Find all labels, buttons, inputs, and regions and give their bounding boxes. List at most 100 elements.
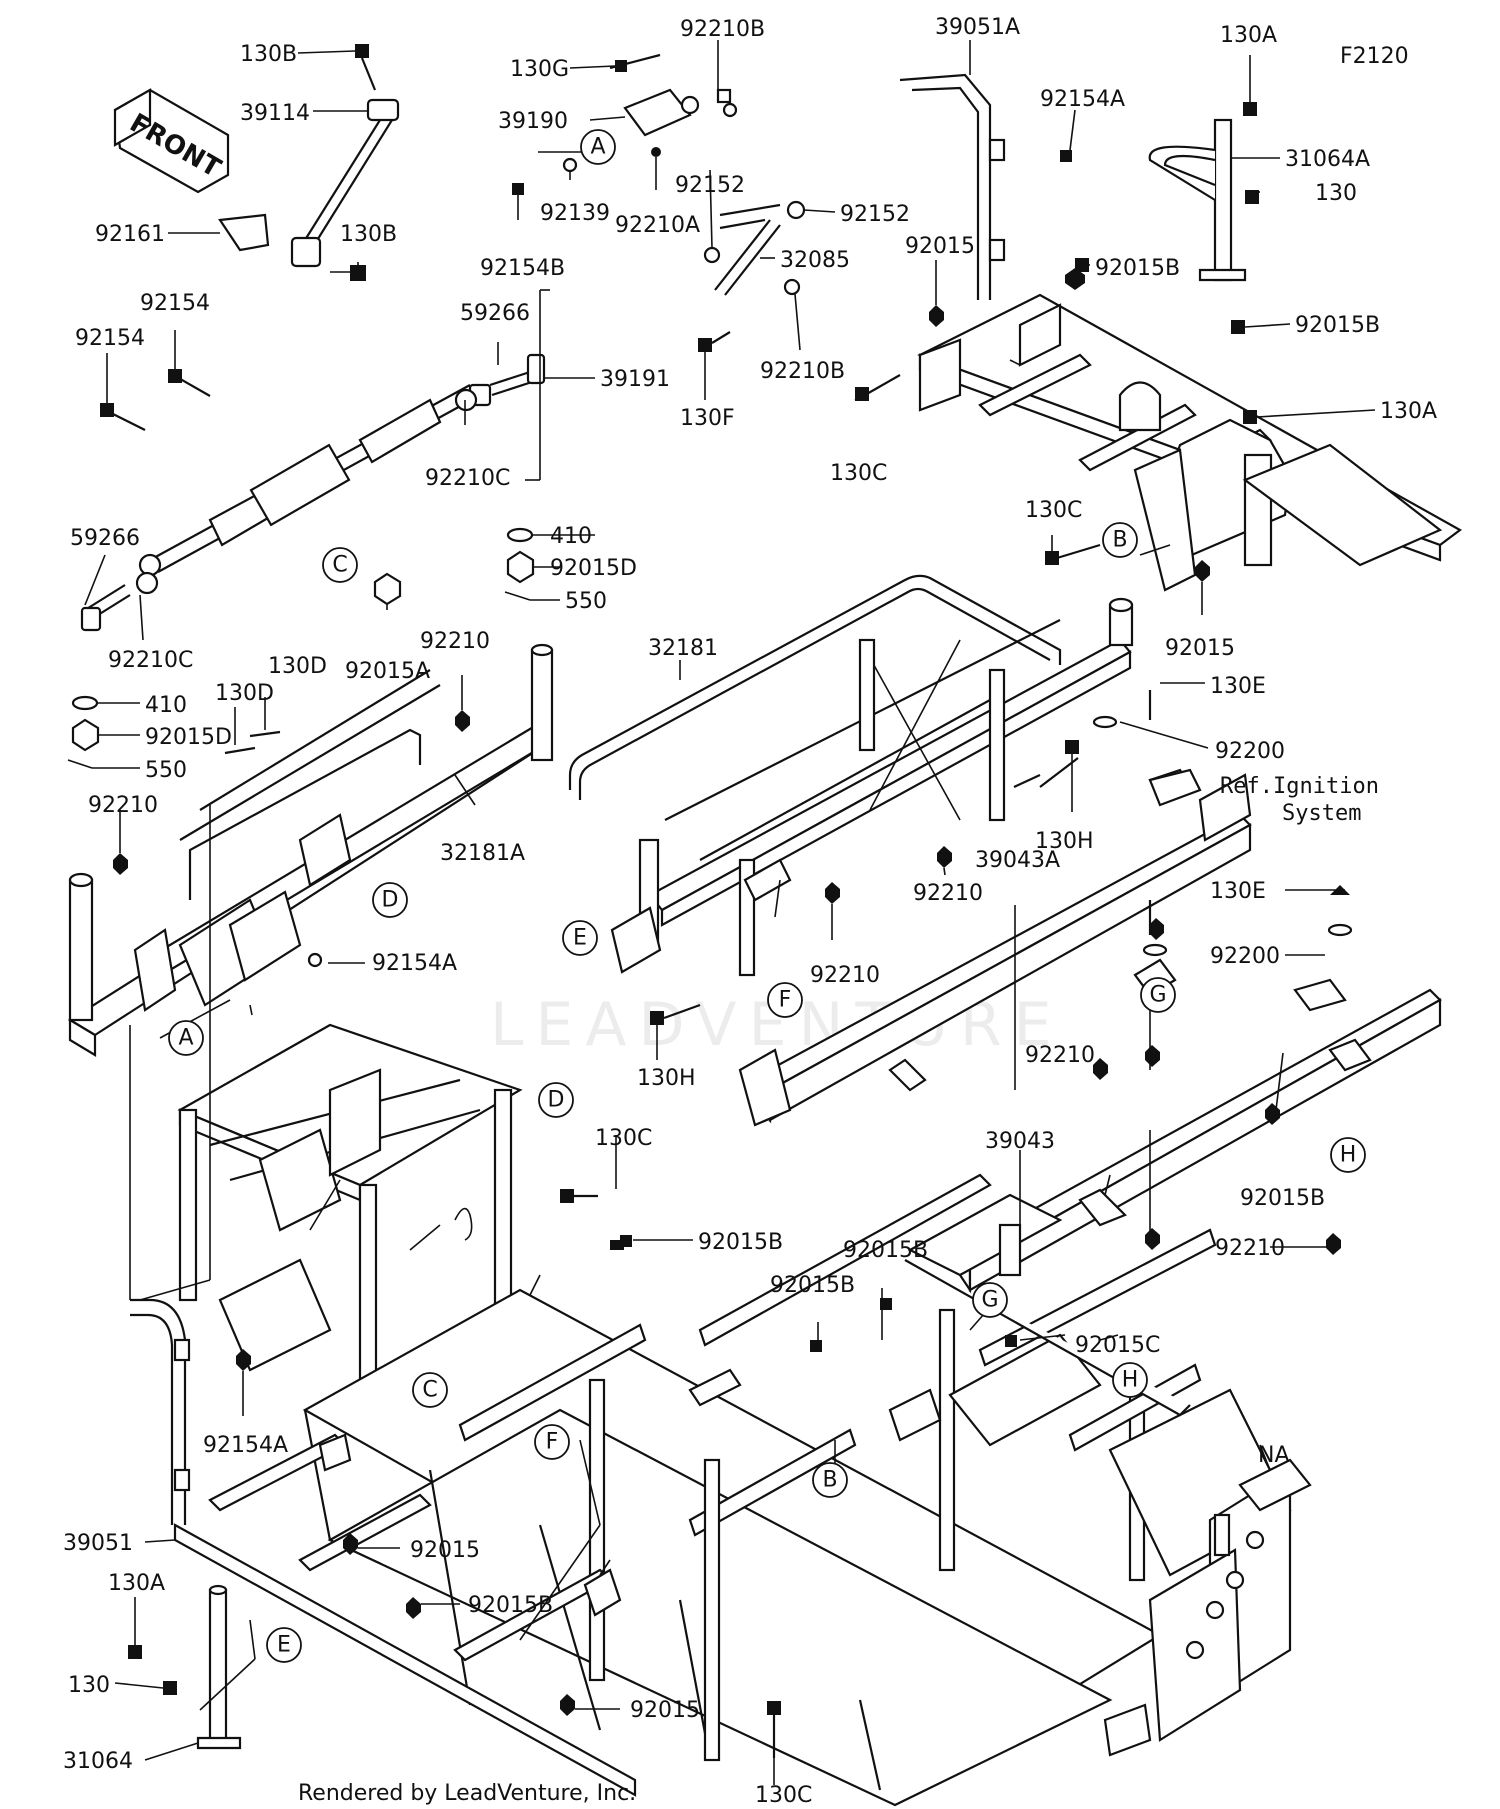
front-arrow-icon: FRONT [113,88,230,194]
bolts-92154 [100,369,211,431]
svg-text:G: G [981,1288,998,1313]
label-92154-a: 92154 [140,291,210,316]
label-92152-a: 92152 [675,173,745,198]
callout-C-1: C [322,547,358,583]
label-39114: 39114 [240,101,310,126]
label-130C-mid: 130C [1025,498,1082,523]
label-92210-brace: 92210 [1025,1043,1095,1068]
label-92015A: 92015A [345,659,430,684]
label-31064: 31064 [63,1749,133,1774]
label-92139: 92139 [540,201,610,226]
svg-text:A: A [178,1026,193,1051]
callout-C-2: C [412,1372,448,1408]
label-92015C: 92015C [1075,1333,1160,1358]
label-39191: 39191 [600,367,670,392]
label-39190: 39190 [498,109,568,134]
svg-text:D: D [382,888,399,913]
steering-damper-32085 [698,200,806,352]
label-92015B-top: 92015B [1095,256,1180,281]
label-130E-top: 130E [1210,674,1266,699]
callout-F-1: F [767,982,803,1018]
label-130-lower: 130 [68,1673,110,1698]
callout-D-1: D [372,882,408,918]
svg-text:G: G [1149,983,1166,1008]
svg-text:B: B [1112,528,1127,553]
label-92210-brace-lower: 92210 [1215,1236,1285,1261]
footer-credit: Rendered by LeadVenture, Inc. [298,1781,636,1806]
label-39051A: 39051A [935,15,1020,40]
label-92210-top: 92210 [420,629,490,654]
label-550-right: 550 [565,589,607,614]
rops-mount-31064 [128,1584,242,1750]
label-130H-right: 130H [1035,829,1094,854]
label-130A-right: 130A [1380,399,1437,424]
label-92015B-brace: 92015B [1240,1186,1325,1211]
label-92210B-lower: 92210B [760,359,845,384]
callout-H-2: H [1112,1362,1148,1398]
label-92210-rack: 92210 [913,881,983,906]
leader-lines [84,40,1376,1785]
label-92015-lower: 92015 [410,1538,480,1563]
label-32181: 32181 [648,636,718,661]
label-92200-lower: 92200 [1210,944,1280,969]
svg-text:H: H [1340,1143,1357,1168]
svg-text:E: E [277,1633,291,1658]
callout-A-2: A [168,1020,204,1056]
label-92152-b: 92152 [840,202,910,227]
figure-code: F2120 [1340,44,1409,69]
label-130G: 130G [510,57,569,82]
rops-mount-31064A [1148,102,1259,282]
callout-D-2: D [538,1082,574,1118]
cross-brace-39043 [958,978,1442,1294]
label-59266-left: 59266 [70,526,140,551]
svg-text:F: F [779,988,792,1013]
label-92154A-top: 92154A [1040,87,1125,112]
label-92015D-left: 92015D [145,725,232,750]
callout-B-1: B [1102,522,1138,558]
svg-text:F: F [546,1430,559,1455]
label-410-left: 410 [145,693,187,718]
svg-text:E: E [573,926,587,951]
part-labels: 130B 39114 92161 130B 92154 92154 59266 … [63,15,1437,1808]
label-92210-left: 92210 [88,793,158,818]
label-130B-top: 130B [240,42,297,67]
label-130H-lower: 130H [637,1066,696,1091]
label-130E-lower: 130E [1210,879,1266,904]
label-92154A-lower: 92154A [203,1433,288,1458]
ref-ignition-note: Ref.Ignition System [1148,768,1379,826]
label-550-left: 550 [145,758,187,783]
label-130C-center: 130C [595,1126,652,1151]
svg-text:Ref.Ignition: Ref.Ignition [1220,774,1379,799]
label-92015B-center-right: 92015B [843,1238,928,1263]
label-92154B: 92154B [480,256,565,281]
rops-frame-39051 [130,1298,637,1797]
label-130C-top: 130C [830,461,887,486]
label-32181A: 32181A [440,841,525,866]
label-130F: 130F [680,406,735,431]
svg-text:System: System [1282,801,1361,826]
svg-text:C: C [422,1378,437,1403]
main-chassis-frame [177,1023,1312,1807]
label-92210C-right: 92210C [425,466,510,491]
label-92161: 92161 [95,222,165,247]
svg-text:D: D [548,1088,565,1113]
label-92154A-center: 92154A [372,951,457,976]
label-59266-right: 59266 [460,301,530,326]
label-410-right: 410 [550,524,592,549]
label-92210A: 92210A [615,213,700,238]
label-92015-bottom: 92015 [630,1698,700,1723]
svg-text:C: C [332,553,347,578]
label-92210C-left: 92210C [108,648,193,673]
rear-frame-39051A [899,73,1463,592]
callout-E-2: E [266,1627,302,1663]
callout-F-2: F [534,1424,570,1460]
steering-bracket-39190 [512,53,738,195]
callout-G-1: G [1140,977,1176,1013]
label-92015-mid: 92015 [1165,636,1235,661]
grab-bar [188,728,422,900]
label-32085: 32085 [780,248,850,273]
label-92210-rack-lower: 92210 [810,963,880,988]
label-92200-top: 92200 [1215,739,1285,764]
tie-rod-end-right [373,353,546,606]
